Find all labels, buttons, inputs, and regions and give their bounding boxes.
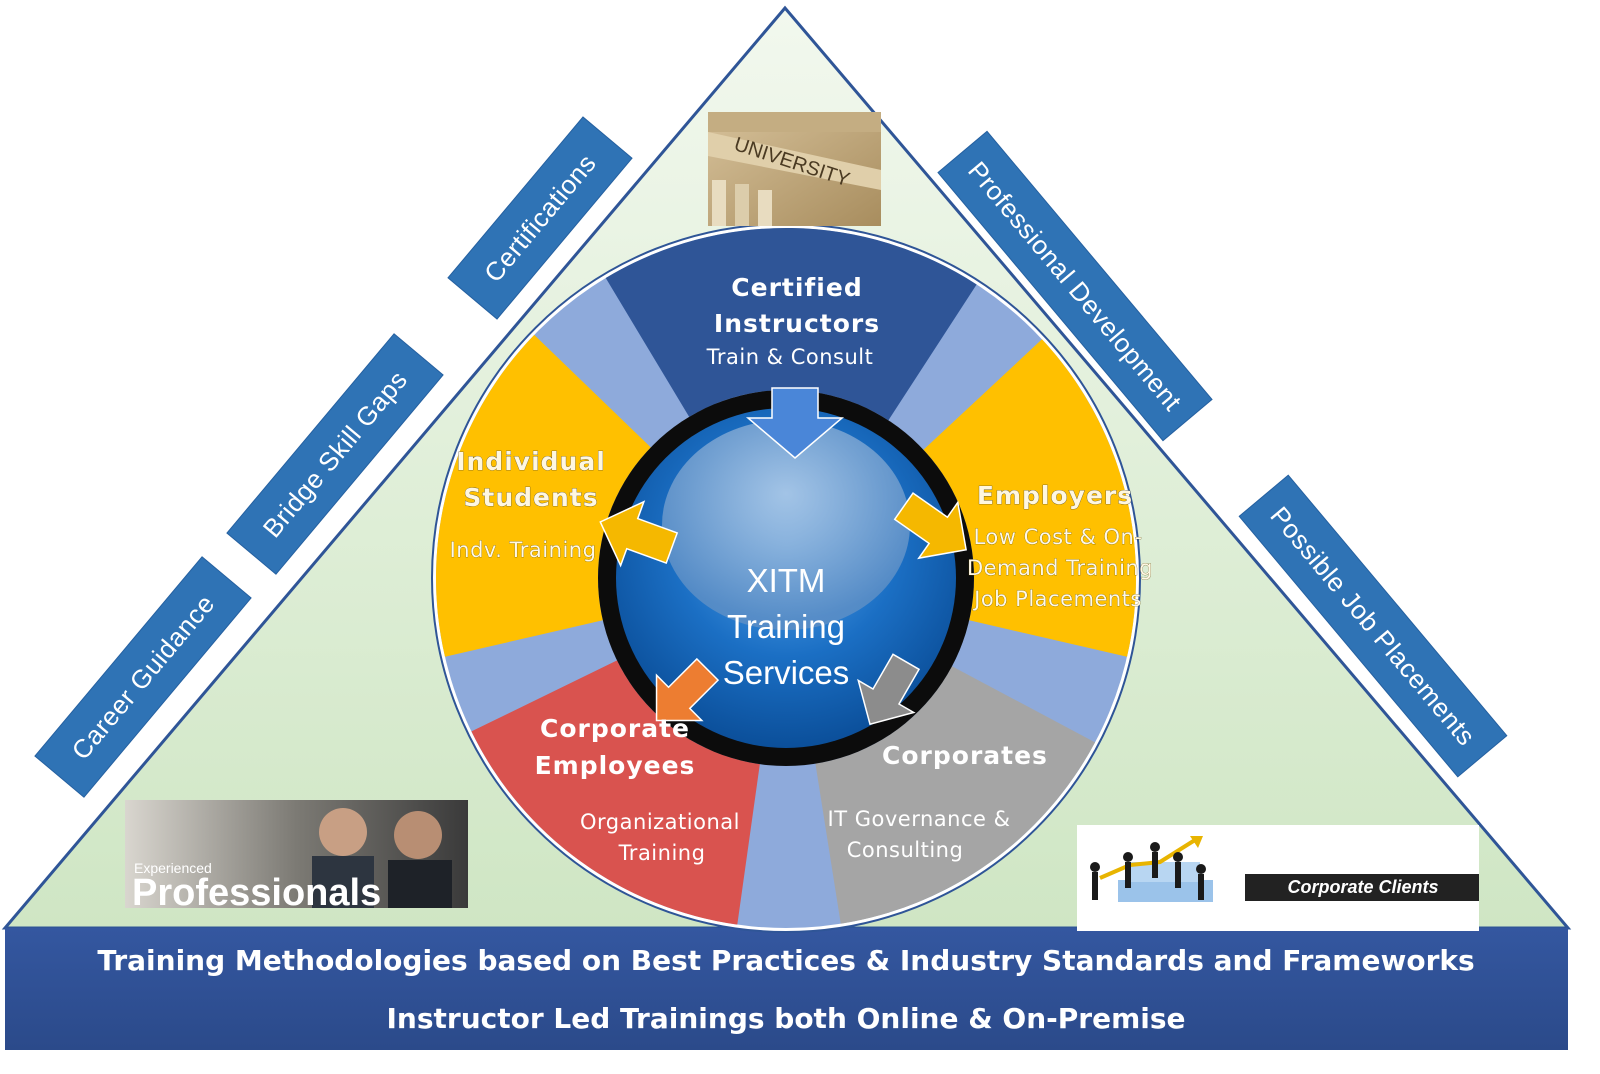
professionals-image: Experienced Professionals: [125, 800, 468, 914]
employers-sub-3: Job Placements: [972, 587, 1142, 611]
corp-employees-sub-1: Organizational: [580, 810, 740, 834]
footer-line-2: Instructor Led Trainings both Online & O…: [386, 1002, 1185, 1035]
instructors-title-2: Instructors: [714, 309, 880, 338]
segment-certified-instructors: [605, 227, 977, 421]
instructors-title-1: Certified: [731, 273, 862, 302]
center-title-line-2: Training: [727, 608, 845, 645]
center-title-line-3: Services: [723, 654, 850, 691]
footer-line-1: Training Methodologies based on Best Pra…: [97, 944, 1474, 977]
arrow-right-yellow: [893, 492, 967, 560]
university-image: UNIVERSITY: [708, 112, 881, 226]
students-title-1: Individual: [456, 447, 606, 476]
corp-employees-title-2: Employees: [535, 751, 696, 780]
arrow-orange: [655, 657, 720, 722]
corporate-clients-caption: Corporate Clients: [1287, 877, 1438, 897]
corporates-sub-2: Consulting: [847, 838, 964, 862]
center-title-line-1: XITM: [747, 562, 826, 599]
segment-corporate-employees: [471, 660, 760, 925]
arrow-gray: [857, 653, 921, 726]
corp-employees-title-1: Corporate: [540, 714, 690, 743]
segment-individual-students: [436, 334, 651, 657]
employers-sub-1: Low Cost & On-: [974, 525, 1143, 549]
professionals-small-text: Experienced: [134, 860, 212, 876]
instructors-subtitle: Train & Consult: [706, 345, 874, 369]
corporates-sub-1: IT Governance &: [828, 807, 1011, 831]
employers-sub-2: Demand Training: [967, 556, 1153, 580]
students-subtitle: Indv. Training: [450, 538, 597, 562]
arrow-left-yellow: [599, 500, 679, 568]
corp-employees-sub-2: Training: [618, 841, 706, 865]
segment-corporates: [815, 666, 1096, 924]
center-highlight: [662, 420, 910, 630]
arrow-down-blue: [745, 387, 845, 459]
corporate-clients-image: Corporate Clients: [1077, 825, 1479, 931]
segment-employers: [923, 339, 1136, 657]
students-title-2: Students: [463, 483, 598, 512]
employers-title: Employers: [977, 481, 1133, 510]
corporates-title: Corporates: [882, 741, 1048, 770]
footer-band: [5, 928, 1568, 1050]
professionals-large-text: Professionals: [132, 872, 381, 914]
